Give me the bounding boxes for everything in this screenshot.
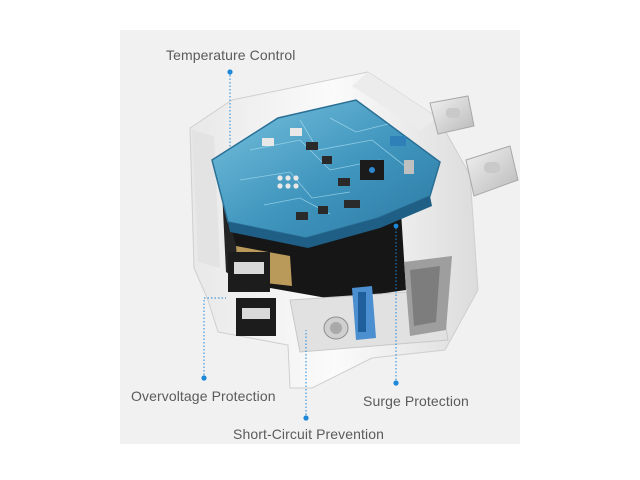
label-overvoltage-protection: Overvoltage Protection	[131, 388, 276, 404]
plug-prong-upper	[429, 95, 475, 135]
plug-prong-lower	[465, 145, 519, 197]
usb-port-upper	[228, 252, 270, 292]
circuit-board	[211, 99, 441, 248]
fuse-cylinder	[323, 316, 349, 340]
label-surge-protection: Surge Protection	[363, 393, 469, 409]
callout-temperature-leader	[227, 69, 233, 148]
label-short-circuit-prevention: Short-Circuit Prevention	[233, 426, 385, 442]
label-temperature-control: Temperature Control	[166, 47, 296, 63]
callout-surge-leader	[393, 223, 399, 386]
callout-overvoltage-leader	[201, 297, 226, 381]
callout-short-circuit-leader	[303, 330, 309, 421]
usb-port-lower	[236, 298, 276, 336]
surge-component	[352, 286, 376, 340]
